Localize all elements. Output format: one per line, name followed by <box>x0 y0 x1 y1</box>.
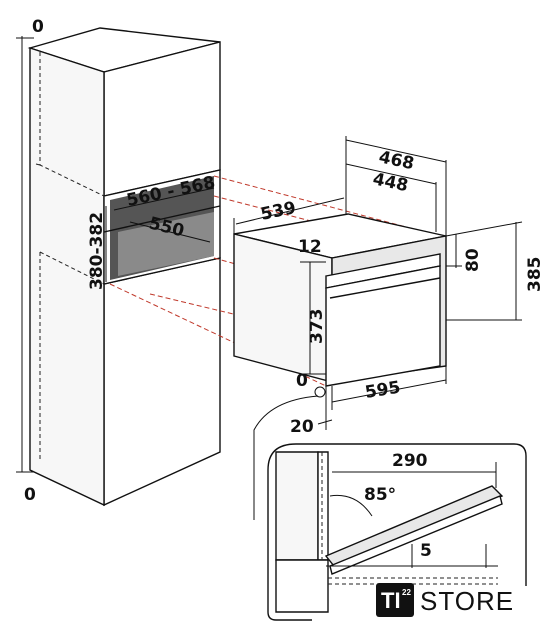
detail-angle-label: 85° <box>364 485 396 505</box>
logo-store-text: STORE <box>420 586 514 616</box>
oven <box>233 213 447 387</box>
top-offset-label: 12 <box>298 237 322 257</box>
front-offset-label: 20 <box>290 417 314 437</box>
front-zero-label: 0 <box>296 371 308 391</box>
bottom-zero-label: 0 <box>24 485 36 505</box>
cabinet-dimension-lines <box>16 36 34 473</box>
oven-depth-inner-label: 448 <box>371 169 410 196</box>
oven-height-total-label: 385 <box>525 257 544 293</box>
store-logo: TI 22 STORE <box>376 583 514 617</box>
oven-width-label: 595 <box>364 378 402 403</box>
logo-badge-sup: 22 <box>402 588 411 597</box>
right-gap-label: 80 <box>463 248 483 272</box>
detail-width-label: 290 <box>392 451 428 471</box>
oven-depth-label: 539 <box>259 198 298 225</box>
tall-cabinet <box>27 27 221 507</box>
oven-dimension-lines <box>233 136 523 430</box>
detail-gap-label: 5 <box>420 541 432 561</box>
logo-badge-text: TI <box>381 588 401 613</box>
top-zero-label: 0 <box>32 17 44 37</box>
niche-height-label: 380-382 <box>87 212 107 290</box>
oven-height-body-label: 373 <box>307 309 327 345</box>
door-detail <box>267 443 527 621</box>
detail-callout <box>253 386 326 520</box>
